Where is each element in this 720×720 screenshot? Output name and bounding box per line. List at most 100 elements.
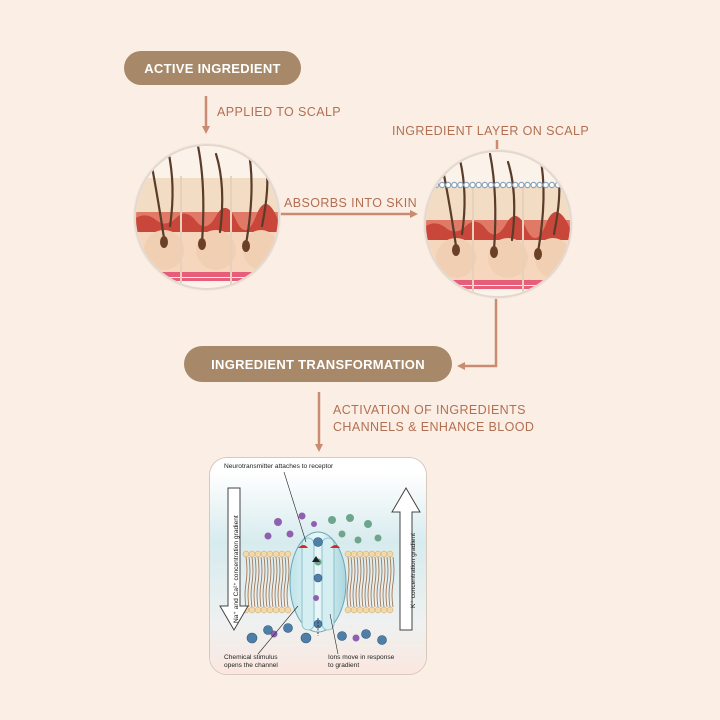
left-gradient-caption: Na⁺ and Ca²⁺ concentration gradient bbox=[233, 515, 240, 623]
lipid-head bbox=[386, 550, 394, 558]
lipid-head bbox=[362, 550, 370, 558]
ingredient-dot bbox=[438, 181, 446, 189]
lipid-head bbox=[350, 606, 358, 614]
ingredient-dot bbox=[445, 181, 452, 189]
lipid-head bbox=[386, 606, 394, 614]
lipid-tail bbox=[355, 556, 359, 608]
lipid-tail bbox=[244, 556, 248, 608]
lipid-head bbox=[278, 550, 286, 558]
ingredient-dot bbox=[542, 181, 550, 189]
ingredient-dot bbox=[536, 181, 543, 189]
lipid-tail bbox=[274, 556, 278, 608]
lipid-head bbox=[344, 550, 352, 558]
lipid-tail bbox=[370, 556, 374, 608]
ingredient-dot bbox=[463, 181, 470, 189]
lipid-tail bbox=[388, 556, 392, 608]
lipid-head bbox=[260, 606, 268, 614]
arrow-transform bbox=[457, 298, 498, 370]
chemical-line-1: Chemical stimulus bbox=[224, 654, 278, 661]
lipid-tail bbox=[352, 556, 356, 608]
lipid-tail bbox=[271, 556, 275, 608]
chemical-stimulus-caption: Chemical stimulus opens the channel bbox=[224, 654, 278, 669]
ions-caption: Ions move in response to gradient bbox=[328, 654, 394, 669]
lipid-tail bbox=[391, 556, 395, 608]
lipid-head bbox=[248, 606, 256, 614]
ingredient-dot bbox=[493, 181, 501, 189]
ingredient-dot bbox=[505, 181, 513, 189]
lipid-tail bbox=[376, 556, 380, 608]
ingredient-dot bbox=[548, 181, 556, 189]
ingredient-dot bbox=[487, 181, 495, 189]
lipid-tail bbox=[346, 556, 350, 608]
lipid-tail bbox=[259, 556, 263, 608]
lipid-head bbox=[362, 606, 370, 614]
neurotransmitter-caption: Neurotransmitter attaches to receptor bbox=[224, 463, 334, 470]
lipid-tail bbox=[283, 556, 287, 608]
lipid-head bbox=[284, 606, 292, 614]
ingredient-dot bbox=[554, 181, 562, 189]
lipid-tail bbox=[280, 556, 284, 608]
lipid-head bbox=[272, 606, 280, 614]
lipid-tail bbox=[385, 556, 389, 608]
lipid-tail bbox=[262, 556, 266, 608]
ion-channel-diagram: Neurotransmitter attaches to receptor Na… bbox=[209, 457, 427, 675]
lipid-head bbox=[374, 606, 382, 614]
lipid-head bbox=[356, 550, 364, 558]
ingredient-dot bbox=[512, 181, 519, 189]
ions-line-1: Ions move in response bbox=[328, 654, 395, 661]
lipid-head bbox=[380, 550, 388, 558]
ingredient-dot bbox=[457, 181, 464, 189]
lipid-head bbox=[266, 550, 274, 558]
lipid-tail bbox=[349, 556, 353, 608]
ingredient-dot bbox=[530, 181, 537, 189]
right-gradient-caption: K⁺ concentration gradient bbox=[410, 533, 417, 608]
ions-line-2: to gradient bbox=[328, 661, 360, 669]
active-ingredient-pill: ACTIVE INGREDIENT bbox=[124, 51, 301, 85]
applied-to-scalp-label: APPLIED TO SCALP bbox=[217, 105, 342, 119]
lipid-tail bbox=[382, 556, 386, 608]
lipid-head bbox=[248, 550, 256, 558]
lipid-tail bbox=[364, 556, 368, 608]
lipid-head bbox=[356, 606, 364, 614]
scalp-cross-section-1 bbox=[134, 144, 280, 290]
lipid-head bbox=[284, 550, 292, 558]
activation-line-2: CHANNELS & ENHANCE BLOOD bbox=[333, 420, 535, 434]
lipid-head bbox=[260, 550, 268, 558]
lipid-head bbox=[242, 550, 250, 558]
lipid-head bbox=[374, 550, 382, 558]
ingredient-dot bbox=[518, 181, 525, 189]
lipid-tail bbox=[277, 556, 281, 608]
lipid-tail bbox=[379, 556, 383, 608]
ingredient-transformation-pill: INGREDIENT TRANSFORMATION bbox=[184, 346, 452, 382]
lipid-tail bbox=[265, 556, 269, 608]
ingredient-dot bbox=[475, 181, 482, 189]
lipid-head bbox=[254, 606, 262, 614]
ingredient-dot bbox=[469, 181, 476, 189]
lipid-head bbox=[368, 606, 376, 614]
ingredient-dot bbox=[481, 181, 489, 189]
lipid-head bbox=[278, 606, 286, 614]
ingredient-dot bbox=[499, 181, 507, 189]
scalp-cross-section-2 bbox=[424, 150, 572, 298]
lipid-head bbox=[272, 550, 280, 558]
absorbs-into-skin-label: ABSORBS INTO SKIN bbox=[284, 196, 417, 210]
lipid-head bbox=[254, 550, 262, 558]
lipid-head bbox=[368, 550, 376, 558]
lipid-tail bbox=[250, 556, 254, 608]
ingredient-dot bbox=[524, 181, 531, 189]
lipid-tail bbox=[361, 556, 365, 608]
activation-line-1: ACTIVATION OF INGREDIENTS bbox=[333, 403, 526, 417]
lipid-head bbox=[350, 550, 358, 558]
lipid-tail bbox=[286, 556, 290, 608]
lipid-tail bbox=[373, 556, 377, 608]
lipid-tail bbox=[358, 556, 362, 608]
lipid-head bbox=[266, 606, 274, 614]
chemical-line-2: opens the channel bbox=[224, 661, 278, 669]
lipid-tail bbox=[247, 556, 251, 608]
lipid-tail bbox=[268, 556, 272, 608]
lipid-head bbox=[380, 606, 388, 614]
ingredient-layer-label: INGREDIENT LAYER ON SCALP bbox=[392, 124, 590, 138]
ingredient-dot bbox=[451, 181, 458, 189]
lipid-tail bbox=[253, 556, 257, 608]
